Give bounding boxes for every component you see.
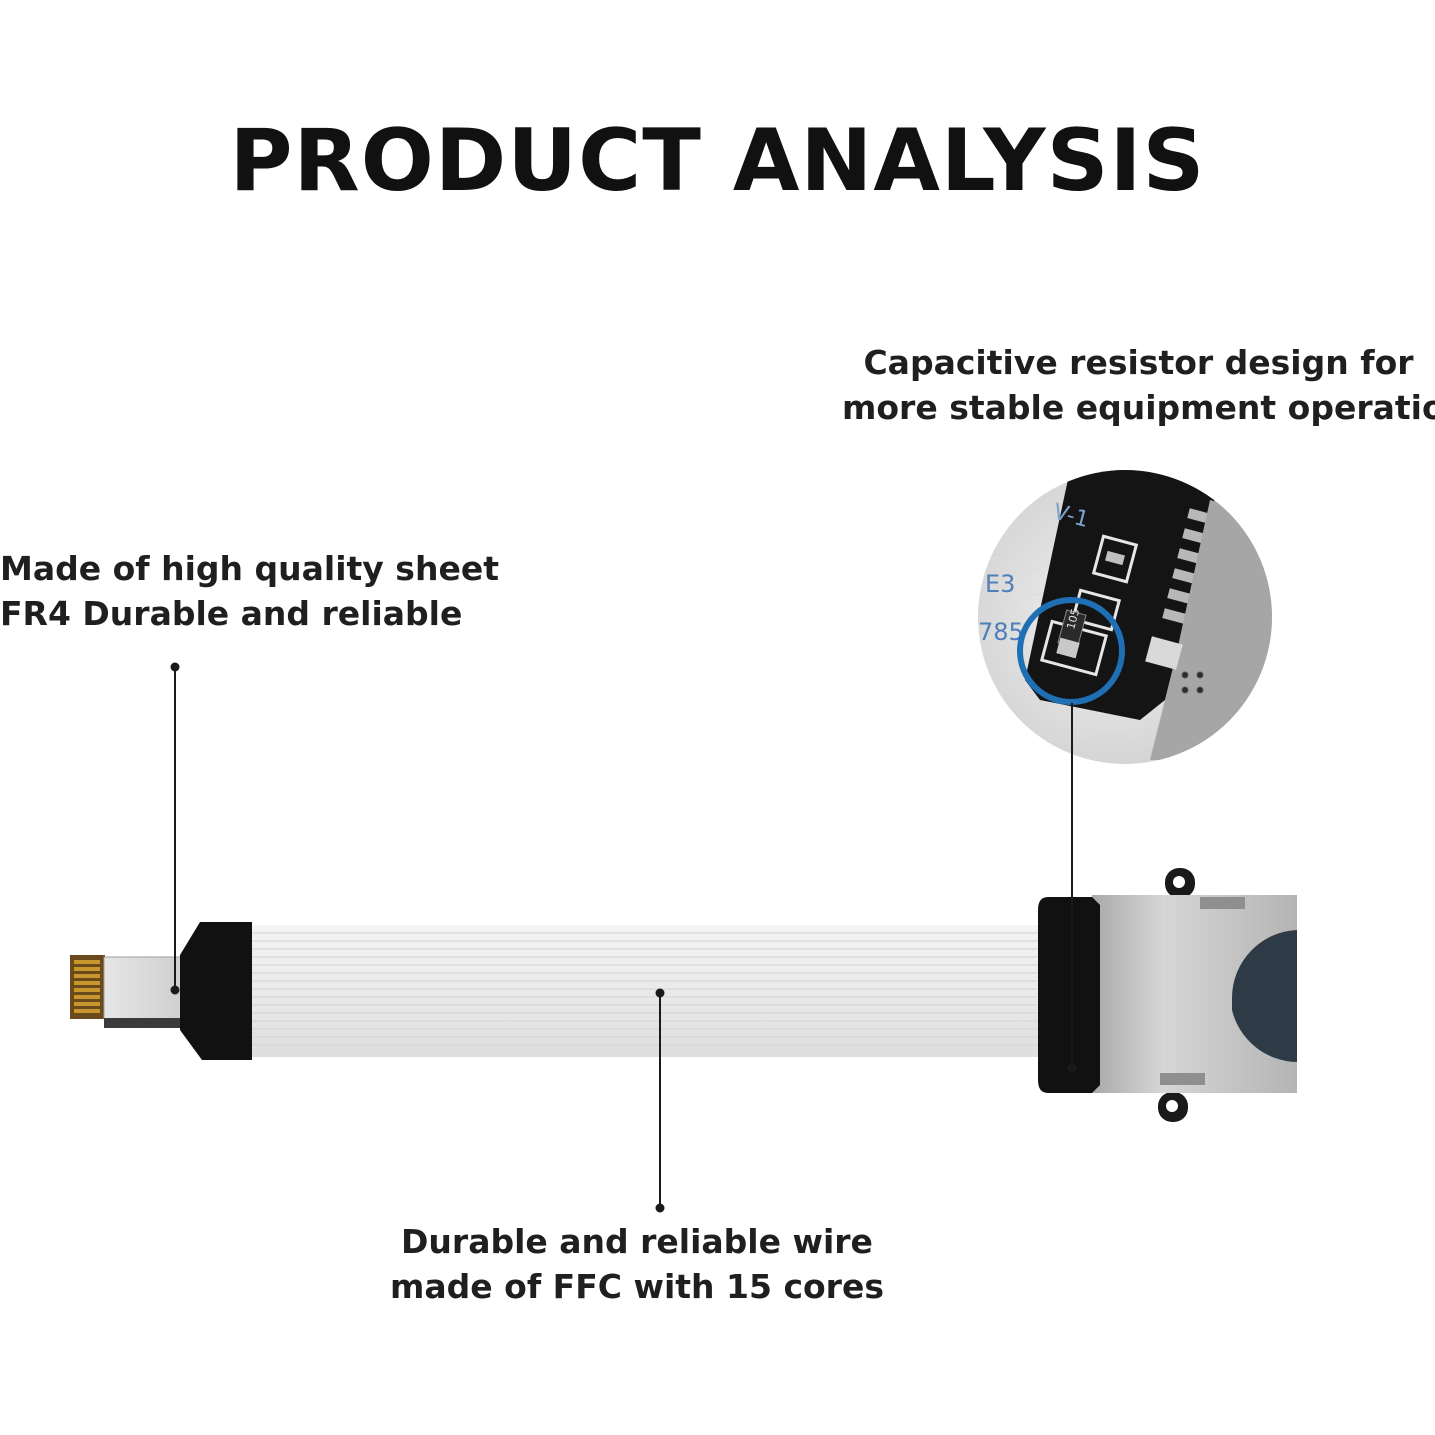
callout-capacitor-text: Capacitive resistor design for more stab… — [842, 340, 1435, 430]
zoom-metal-housing — [1150, 500, 1272, 760]
socket-latch-bottom — [1160, 1073, 1205, 1085]
callout-fr4-line2: FR4 Durable and reliable — [0, 594, 463, 633]
microsd-gold-contacts — [74, 960, 100, 1013]
zoom-side-code: 785 — [978, 618, 1024, 646]
microsd-black-housing — [180, 922, 252, 1060]
leader-dot-fr4-bottom — [170, 985, 180, 995]
callout-fr4-text: Made of high quality sheet FR4 Durable a… — [0, 546, 499, 636]
callout-capacitor-line2: more stable equipment operation — [842, 388, 1435, 427]
leader-line-ffc — [655, 988, 665, 1213]
microsd-plug — [70, 922, 252, 1060]
page-title: PRODUCT ANALYSIS — [229, 111, 1206, 211]
callout-ffc-line1: Durable and reliable wire — [401, 1222, 873, 1261]
leader-dot-capacitor-bottom — [1067, 1063, 1077, 1073]
zoom-detail-circle: 105 E3 785 V-1 — [978, 470, 1272, 764]
callout-fr4-line1: Made of high quality sheet — [0, 549, 499, 588]
socket-card-slot — [1232, 930, 1297, 1062]
zoom-chip-pad — [1056, 637, 1080, 659]
zoom-board-code: E3 — [985, 570, 1015, 598]
leader-line-fr4 — [170, 662, 180, 995]
microsd-contact-base — [70, 955, 105, 1019]
callout-capacitor-line1: Capacitive resistor design for — [863, 343, 1414, 382]
zoom-holes — [1181, 671, 1204, 694]
socket-latch-top — [1200, 897, 1245, 909]
callout-ffc-line2: made of FFC with 15 cores — [390, 1267, 884, 1306]
zoom-chip-code: 105 — [1064, 607, 1082, 631]
leader-dot-ffc-top — [655, 988, 665, 998]
leader-dot-ffc-bottom — [655, 1203, 665, 1213]
zoom-component-1-body — [1105, 550, 1125, 566]
ffc-ribbon-cable — [248, 925, 1040, 1057]
zoom-solder-pad — [1145, 636, 1183, 670]
callout-ffc-text: Durable and reliable wire made of FFC wi… — [380, 1219, 894, 1309]
socket-black-housing — [1038, 897, 1100, 1093]
zoom-component-1 — [1091, 534, 1139, 584]
microsd-card-underside — [104, 1018, 204, 1028]
sd-card-socket — [1038, 868, 1297, 1122]
highlight-ring — [1017, 597, 1125, 705]
zoom-component-2 — [1070, 588, 1122, 632]
leader-dot-fr4-top — [170, 662, 180, 672]
leader-line-capacitor — [1067, 703, 1077, 1073]
